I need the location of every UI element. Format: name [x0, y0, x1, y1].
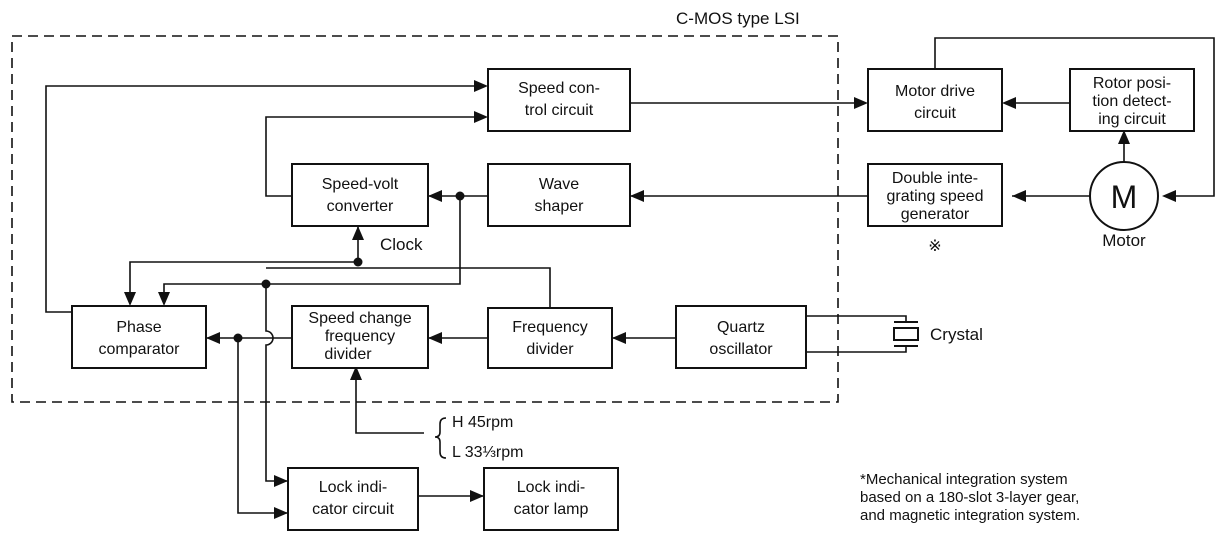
motor: M Motor — [1089, 161, 1159, 250]
lock-lamp-line-2: cator lamp — [514, 501, 589, 518]
wire-speedchange-to-lock — [237, 338, 288, 514]
wires — [45, 37, 1215, 514]
wire-crystal-top — [806, 315, 907, 322]
quartz-line-2: oscillator — [709, 341, 773, 358]
block-speed-change-divider: Speed change frequency divider — [291, 305, 429, 369]
quartz-line-1: Quartz — [717, 319, 765, 336]
footnote-line-1: *Mechanical integration system — [860, 471, 1068, 488]
wire-motor-drive-to-motor — [934, 37, 1215, 197]
wire-clock-to-lock — [265, 284, 288, 482]
motor-drive-line-1: Motor drive — [895, 83, 975, 100]
junctions — [233, 191, 465, 343]
block-speed-control: Speed con- trol circuit — [487, 68, 631, 132]
lock-circuit-line-2: cator circuit — [312, 501, 394, 518]
footnote: *Mechanical integration system based on … — [860, 471, 1080, 524]
block-rotor-position: Rotor posi- tion detect- ing circuit — [1069, 68, 1195, 132]
junction-wave-out — [455, 191, 465, 201]
arrow-clock-into-speedvolt — [352, 226, 364, 240]
arrow-into-speed-control-top — [474, 80, 488, 92]
arrow-into-double-integrating — [1012, 190, 1026, 202]
motor-label: Motor — [1102, 231, 1146, 250]
wire-freqdiv-to-clock — [266, 267, 551, 308]
arrow-into-wave-shaper — [630, 190, 644, 202]
block-lock-indicator-circuit: Lock indi- cator circuit — [287, 467, 419, 531]
crystal-icon — [893, 321, 919, 347]
double-line-3: generator — [901, 206, 970, 223]
motor-drive-line-2: circuit — [914, 105, 956, 122]
block-wave-shaper: Wave shaper — [487, 163, 631, 227]
wire-phase-to-speed-control — [45, 85, 478, 313]
block-motor-drive: Motor drive circuit — [867, 68, 1003, 132]
speed-control-line-2: trol circuit — [525, 102, 594, 119]
speed-select: H 45rpm L 33⅓rpm — [434, 414, 523, 461]
arrow-into-freqdiv — [612, 332, 626, 344]
lock-lamp-line-1: Lock indi- — [517, 479, 585, 496]
arrow-into-phase-right — [158, 292, 170, 306]
reference-mark: ※ — [928, 238, 941, 255]
phase-line-1: Phase — [116, 319, 161, 336]
arrow-speed-select-up — [350, 366, 362, 380]
speedchange-line-3: divider — [324, 346, 372, 363]
rotor-line-2: tion detect- — [1092, 93, 1171, 110]
block-phase-comparator: Phase comparator — [71, 305, 207, 369]
block-frequency-divider: Frequency divider — [487, 307, 613, 369]
phase-line-2: comparator — [99, 341, 181, 358]
freqdiv-line-2: divider — [526, 341, 574, 358]
arrow-into-phase-left — [124, 292, 136, 306]
junction-speedchange-out — [233, 333, 243, 343]
motor-symbol: M — [1111, 179, 1138, 215]
block-double-integrating: Double inte- grating speed generator — [867, 163, 1003, 227]
wire-speedvolt-to-speed-control — [265, 116, 478, 197]
arrow-rotor-to-motor-drive — [1002, 97, 1016, 109]
freqdiv-line-1: Frequency — [512, 319, 588, 336]
speed-volt-line-2: converter — [327, 198, 394, 215]
speed-control-line-1: Speed con- — [518, 80, 600, 97]
block-quartz-oscillator: Quartz oscillator — [675, 305, 807, 369]
lsi-label: C-MOS type LSI — [676, 9, 800, 28]
speed-volt-line-1: Speed-volt — [322, 176, 399, 193]
double-line-1: Double inte- — [892, 170, 978, 187]
double-line-2: grating speed — [887, 188, 984, 205]
footnote-line-3: and magnetic integration system. — [860, 507, 1080, 524]
clock-label: Clock — [380, 235, 423, 254]
block-lock-indicator-lamp: Lock indi- cator lamp — [483, 467, 619, 531]
wave-shaper-line-1: Wave — [539, 176, 579, 193]
lsi-boundary — [11, 35, 839, 403]
speed-select-brace — [434, 417, 447, 459]
arrow-into-motor — [1162, 190, 1176, 202]
arrow-into-speed-control-bottom — [474, 111, 488, 123]
speed-high-label: H 45rpm — [452, 414, 513, 431]
wire-crystal-bottom — [806, 346, 907, 353]
junction-clock — [353, 257, 363, 267]
speedchange-line-2: frequency — [325, 328, 395, 345]
block-speed-volt: Speed-volt converter — [291, 163, 429, 227]
arrow-into-motor-drive — [854, 97, 868, 109]
wave-shaper-line-2: shaper — [535, 198, 585, 215]
speedchange-line-1: Speed change — [308, 310, 411, 327]
arrow-into-lock-circuit-bottom — [274, 507, 288, 519]
rotor-line-3: ing circuit — [1098, 111, 1166, 128]
rotor-line-1: Rotor posi- — [1093, 75, 1171, 92]
speed-low-label: L 33⅓rpm — [452, 444, 523, 461]
footnote-line-2: based on a 180-slot 3-layer gear, — [860, 489, 1079, 506]
arrow-into-phase-from-speedchange — [206, 332, 220, 344]
arrowheads — [124, 80, 1176, 519]
crystal-label: Crystal — [930, 325, 983, 344]
arrow-into-lock-circuit-top — [274, 475, 288, 487]
wire-speed-select — [355, 368, 424, 434]
arrow-into-speedvolt — [428, 190, 442, 202]
arrow-into-rotor — [1118, 130, 1130, 144]
wire-clock-to-phase — [129, 261, 358, 304]
arrow-into-lock-lamp — [470, 490, 484, 502]
arrow-into-speedchange — [428, 332, 442, 344]
lock-circuit-line-1: Lock indi- — [319, 479, 387, 496]
junction-clock-bus — [261, 279, 271, 289]
